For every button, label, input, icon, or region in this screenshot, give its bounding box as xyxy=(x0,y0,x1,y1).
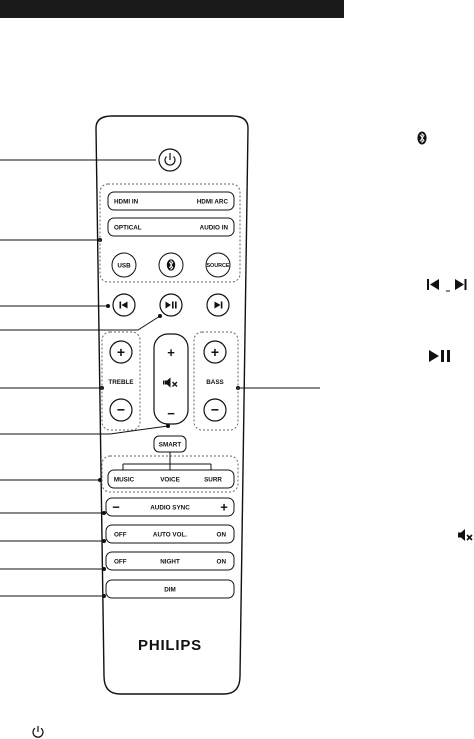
hdmi-in-label: HDMI IN xyxy=(114,199,139,206)
previous-icon xyxy=(119,301,128,309)
previous-next-icons xyxy=(427,279,467,292)
optical-label: OPTICAL xyxy=(114,225,142,232)
night-off-label: OFF xyxy=(114,559,127,566)
bass-up-button[interactable]: + xyxy=(203,340,227,364)
voice-label: VOICE xyxy=(160,477,180,484)
auto-vol-button[interactable]: OFF AUTO VOL. ON xyxy=(105,524,235,544)
mute-icon xyxy=(458,529,473,541)
next-icon xyxy=(214,301,223,309)
volume-rocker[interactable]: + − xyxy=(153,333,189,425)
audio-in-label: AUDIO IN xyxy=(200,225,229,232)
audio-sync-button[interactable]: − AUDIO SYNC + xyxy=(105,497,235,517)
volume-up-label: + xyxy=(167,345,175,360)
previous-icon xyxy=(427,279,439,290)
mute-icon xyxy=(163,377,178,388)
bass-down-button[interactable]: − xyxy=(203,398,227,422)
auto-vol-off-label: OFF xyxy=(114,532,127,539)
source-button[interactable]: SOURCE xyxy=(205,252,231,278)
dim-button[interactable]: DIM xyxy=(105,579,235,599)
header-bar xyxy=(0,0,344,18)
brand-logo: PHILIPS xyxy=(138,637,202,654)
next-button[interactable] xyxy=(206,293,230,317)
audio-sync-label: AUDIO SYNC xyxy=(150,505,190,512)
smart-button[interactable]: SMART xyxy=(153,435,187,453)
callout-lines xyxy=(0,159,320,597)
play-pause-button[interactable] xyxy=(159,293,183,317)
play-pause-icon xyxy=(429,350,450,362)
svg-text:−: − xyxy=(211,402,219,418)
audio-sync-minus: − xyxy=(112,500,120,515)
bass-label: BASS xyxy=(206,379,224,386)
dim-label: DIM xyxy=(164,587,176,594)
night-button[interactable]: OFF NIGHT ON xyxy=(105,551,235,571)
treble-down-button[interactable]: − xyxy=(109,398,133,422)
power-icon xyxy=(32,726,44,738)
source-label: SOURCE xyxy=(206,263,229,269)
source-group xyxy=(99,183,241,283)
auto-vol-on-label: ON xyxy=(217,532,227,539)
smart-connector xyxy=(122,452,212,470)
usb-label: USB xyxy=(117,263,131,270)
audio-sync-plus: + xyxy=(220,500,228,515)
bluetooth-button[interactable] xyxy=(158,252,184,278)
hdmi-arc-label: HDMI ARC xyxy=(197,199,229,206)
usb-button[interactable]: USB xyxy=(111,252,137,278)
volume-down-label: − xyxy=(167,406,175,421)
auto-vol-label: AUTO VOL. xyxy=(153,532,187,539)
hdmi-in-hdmi-arc-button[interactable]: HDMI IN HDMI ARC xyxy=(107,191,235,211)
bluetooth-icon xyxy=(417,131,427,145)
treble-up-button[interactable]: + xyxy=(109,340,133,364)
sound-mode-button[interactable]: MUSIC VOICE SURR xyxy=(107,469,235,489)
play-pause-icon xyxy=(165,301,177,309)
surr-label: SURR xyxy=(204,477,222,484)
optical-audio-in-button[interactable]: OPTICAL AUDIO IN xyxy=(107,217,235,237)
svg-text:−: − xyxy=(117,402,125,418)
svg-text:+: + xyxy=(211,344,219,360)
svg-text:+: + xyxy=(117,344,125,360)
treble-group xyxy=(101,331,141,431)
treble-label: TREBLE xyxy=(108,379,133,386)
night-label: NIGHT xyxy=(160,559,180,566)
smart-label: SMART xyxy=(159,442,182,449)
next-icon xyxy=(455,279,467,290)
music-label: MUSIC xyxy=(114,477,135,484)
power-icon xyxy=(164,153,176,166)
power-button[interactable] xyxy=(158,148,182,172)
bass-group xyxy=(193,331,239,431)
previous-button[interactable] xyxy=(112,293,136,317)
night-on-label: ON xyxy=(217,559,227,566)
